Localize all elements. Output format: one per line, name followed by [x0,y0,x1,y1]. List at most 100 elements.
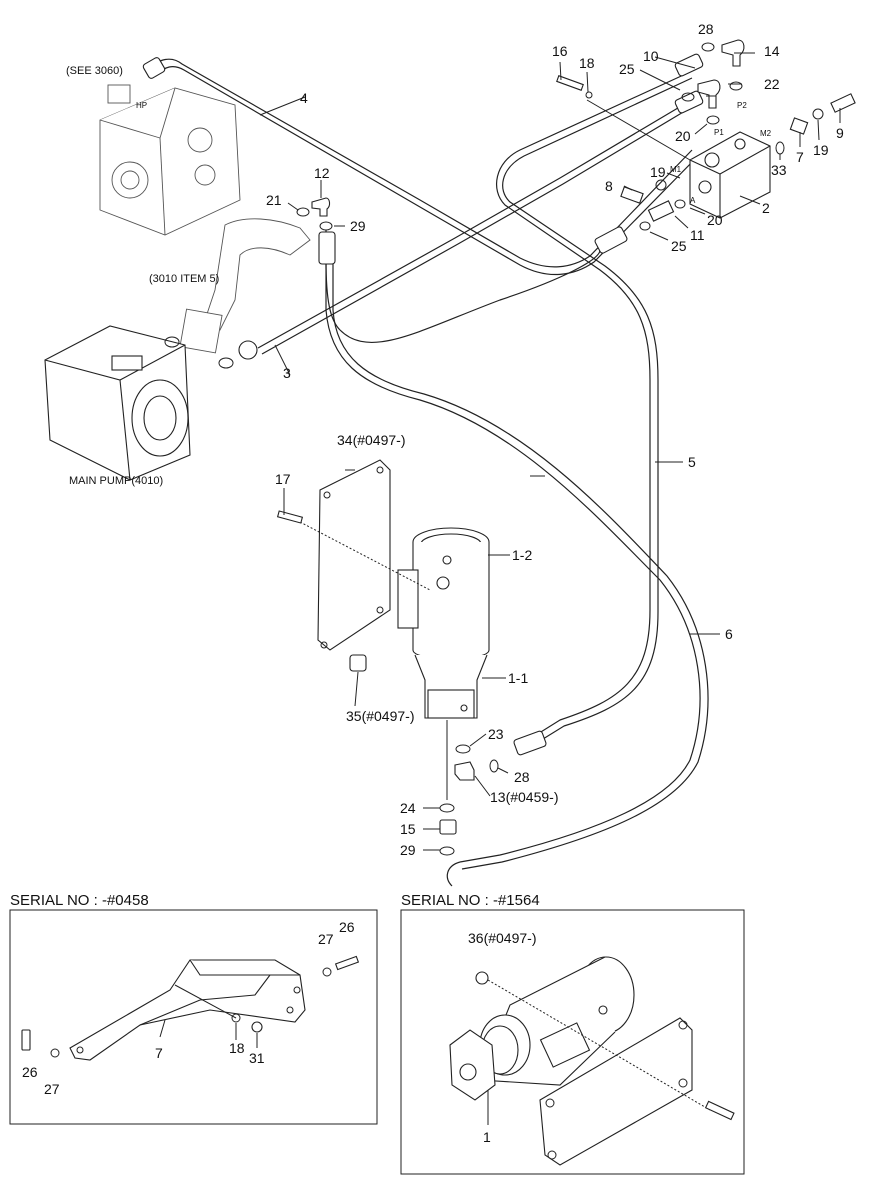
hose-5-inner [502,77,693,753]
inset-label-26a: 26 [339,919,355,935]
bolt-16 [556,75,584,91]
label-15: 15 [400,821,416,837]
inset-label-26b: 26 [22,1064,38,1080]
main-pump [44,325,258,481]
hose-fitting [142,57,166,79]
hose-fitting [594,226,628,254]
hose-6 [325,230,601,344]
mounting-plate [539,1017,693,1166]
label-25b: 25 [671,238,687,254]
leader [654,56,696,69]
label-8: 8 [605,178,613,194]
label-7: 7 [796,149,804,165]
o-ring [439,846,455,856]
hole [547,1150,557,1160]
leader [559,61,562,81]
hole [320,641,328,649]
inset-label-31: 31 [249,1050,265,1066]
bolt-35 [349,654,367,672]
hole [545,1098,555,1108]
main-pump-ref: MAIN PUMP(4010) [69,475,163,487]
leader [639,69,681,91]
label-29a: 29 [350,218,366,234]
label-10: 10 [643,48,659,64]
leader [469,733,487,747]
p1-port-mark: P1 [714,128,724,137]
label-6: 6 [725,626,733,642]
o-ring [701,42,715,52]
inset-label-1: 1 [483,1129,491,1145]
hose-4-inner [155,66,699,276]
label-2: 2 [762,200,770,216]
leader [259,96,306,116]
leader [159,1019,166,1038]
o-ring [164,336,180,348]
inset-right-frame [400,909,745,1175]
leader [817,119,820,141]
label-21: 21 [266,192,282,208]
label-9: 9 [836,125,844,141]
o-ring [218,357,234,369]
leader [497,767,509,774]
o-ring [296,207,310,217]
leader [666,172,681,179]
label-5: 5 [688,454,696,470]
inset-label-18: 18 [229,1040,245,1056]
hole [376,606,384,614]
inset-label-7: 7 [155,1045,163,1061]
inset-label-27a: 27 [318,931,334,947]
bracket-plate-34 [317,459,391,651]
plug-8 [620,186,644,204]
elbow-13 [454,761,475,781]
connector-11 [647,200,675,222]
label-33: 33 [771,162,787,178]
leader [487,979,711,1111]
o-ring [674,199,686,209]
nut-36 [475,971,489,985]
hp-port-mark: HP [136,101,147,110]
label-11: 11 [690,227,705,243]
label-20b: 20 [707,212,723,228]
hose-fitting [674,90,704,114]
o-ring [639,221,651,231]
label-28b: 28 [514,769,530,785]
plug-7 [789,117,809,135]
washer-27 [50,1048,60,1058]
o-ring [729,81,743,91]
hose-fitting [513,730,547,756]
o-ring [455,744,471,754]
o-ring [681,92,695,102]
label-19a: 19 [650,164,666,180]
hose-3 [257,101,689,349]
label-13: 13(#0459-) [490,789,559,805]
inset-left-header: SERIAL NO : -#0458 [10,892,149,909]
label-35: 35(#0497-) [346,708,415,724]
hose-6-end [446,861,461,887]
fitting-15 [439,819,457,835]
leader [274,344,291,376]
hydraulic-pump-ghost: HP [99,84,241,236]
washer-19 [655,179,667,191]
leader [739,195,761,205]
bolt-26 [334,955,360,971]
leader [474,775,491,797]
label-28a: 28 [698,21,714,37]
washer-18 [585,91,593,99]
inset-label-27b: 27 [44,1081,60,1097]
washer-19 [812,108,824,120]
leader [299,521,431,591]
hole [376,466,384,474]
p2-port-mark: P2 [737,101,747,110]
bolt [704,1100,735,1121]
valve-block: P1 P2 M1 M2 A [670,101,772,219]
bolt-26 [21,1029,31,1051]
bolt-17 [276,510,304,524]
label-17: 17 [275,471,291,487]
leader [287,202,299,211]
leader [649,231,669,241]
inset-label-36: 36(#0497-) [468,930,537,946]
label-16: 16 [552,43,568,59]
see-3060-ref: (SEE 3060) [66,65,123,77]
label-23: 23 [488,726,504,742]
